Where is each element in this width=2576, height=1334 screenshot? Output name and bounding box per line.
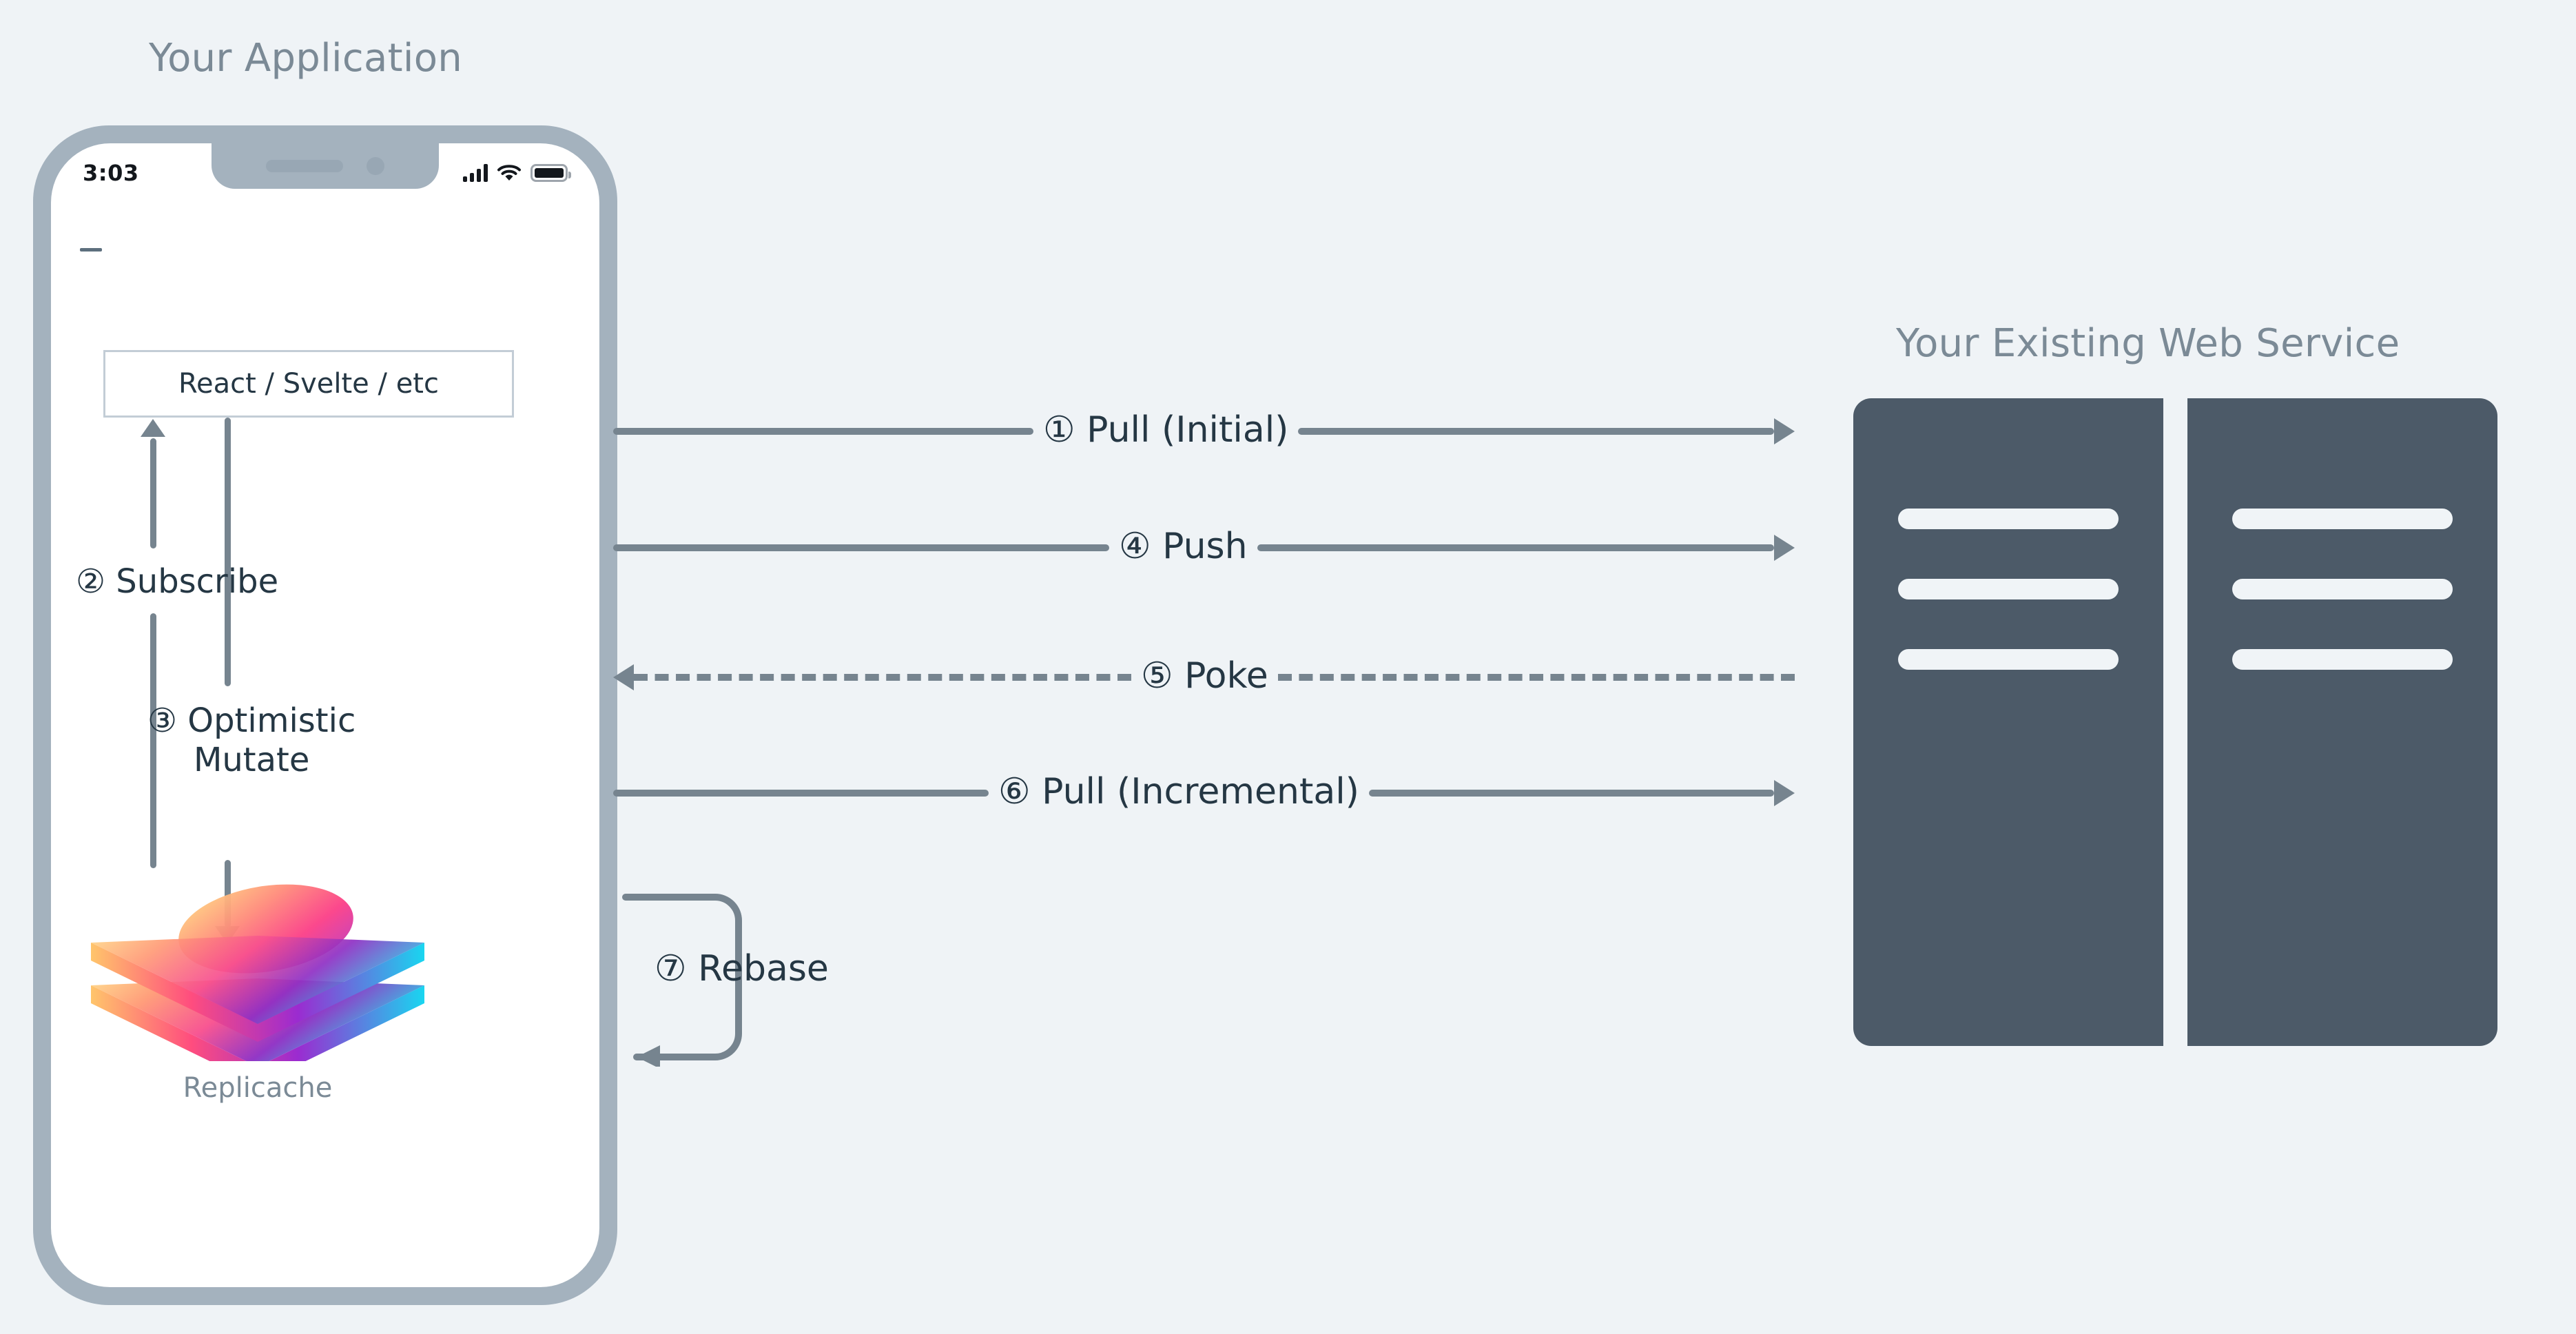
flow-poke-label: ⑤ Poke <box>1131 655 1278 697</box>
web-service-title: Your Existing Web Service <box>1896 321 2400 366</box>
signal-icon <box>463 164 488 182</box>
flow-pull-incremental-label: ⑥ Pull (Incremental) <box>989 771 1369 812</box>
front-camera-icon <box>367 157 384 175</box>
flow-pull-incremental: ⑥ Pull (Incremental) <box>613 771 1795 812</box>
replicache-logo <box>85 882 430 1085</box>
mutate-arrow-line-upper <box>225 418 231 686</box>
flow-pull-initial-label: ① Pull (Initial) <box>1033 409 1298 451</box>
step-subscribe-label: ② Subscribe <box>76 562 278 602</box>
status-time: 3:03 <box>83 160 139 186</box>
step-mutate-label: ③ Optimistic Mutate <box>147 701 356 779</box>
speaker-grill-icon <box>266 160 343 172</box>
flow-rebase-text: Rebase <box>698 948 829 989</box>
application-title: Your Application <box>149 36 463 81</box>
framework-box: React / Svelte / etc <box>103 350 514 418</box>
server-bar <box>1898 579 2119 599</box>
flow-poke: ⑤ Poke <box>613 655 1795 697</box>
phone-notch <box>212 143 439 189</box>
flow-push: ④ Push <box>613 526 1795 567</box>
flow-poke-text: Poke <box>1184 655 1268 697</box>
step-mutate-text-line2: Mutate <box>193 740 310 779</box>
wifi-icon <box>497 165 521 181</box>
arrowhead-right-icon <box>1774 418 1795 444</box>
flow-rebase-number: ⑦ <box>655 948 687 989</box>
server-bar <box>2232 649 2453 670</box>
phone-screen: 3:03 React / Svelte / etc <box>51 143 599 1287</box>
flow-push-text: Push <box>1162 526 1248 567</box>
battery-icon <box>530 164 571 182</box>
server-bar <box>2232 579 2453 599</box>
flow-pull-initial-number: ① <box>1043 409 1075 451</box>
server-rack-left <box>1853 398 2163 1046</box>
arrowhead-right-icon <box>1774 780 1795 806</box>
server-rack-right <box>2187 398 2497 1046</box>
flow-pull-incremental-number: ⑥ <box>998 771 1031 812</box>
mutate-arrow-line-lower <box>225 860 231 927</box>
flow-push-label: ④ Push <box>1109 526 1257 567</box>
arrowhead-right-icon <box>1774 535 1795 561</box>
replicache-logo-caption: Replicache <box>183 1072 333 1104</box>
phone-device: 3:03 React / Svelte / etc <box>33 125 617 1305</box>
flow-poke-number: ⑤ <box>1141 655 1173 697</box>
step-subscribe-number: ② <box>76 562 106 601</box>
subscribe-arrow-line-lower <box>150 613 156 868</box>
server-bar <box>1898 509 2119 529</box>
server-bar <box>2232 509 2453 529</box>
arrowhead-left-icon <box>613 664 634 690</box>
subscribe-arrow-line-upper <box>150 438 156 548</box>
flow-rebase-label: ⑦ Rebase <box>655 948 829 989</box>
status-bar: 3:03 <box>51 143 599 203</box>
step-subscribe-text: Subscribe <box>116 562 279 601</box>
framework-box-label: React / Svelte / etc <box>178 368 439 400</box>
step-mutate-number: ③ <box>147 701 178 740</box>
flow-rebase-loop <box>613 887 779 1069</box>
flow-push-number: ④ <box>1119 526 1151 567</box>
screen-tick-mark <box>80 248 102 252</box>
subscribe-arrowhead-icon <box>141 419 165 437</box>
flow-pull-initial-text: Pull (Initial) <box>1086 409 1289 451</box>
flow-pull-initial: ① Pull (Initial) <box>613 409 1795 451</box>
flow-pull-incremental-text: Pull (Incremental) <box>1042 771 1359 812</box>
server-bar <box>1898 649 2119 670</box>
status-icons <box>463 164 571 182</box>
step-mutate-text-line1: Optimistic <box>187 701 356 740</box>
